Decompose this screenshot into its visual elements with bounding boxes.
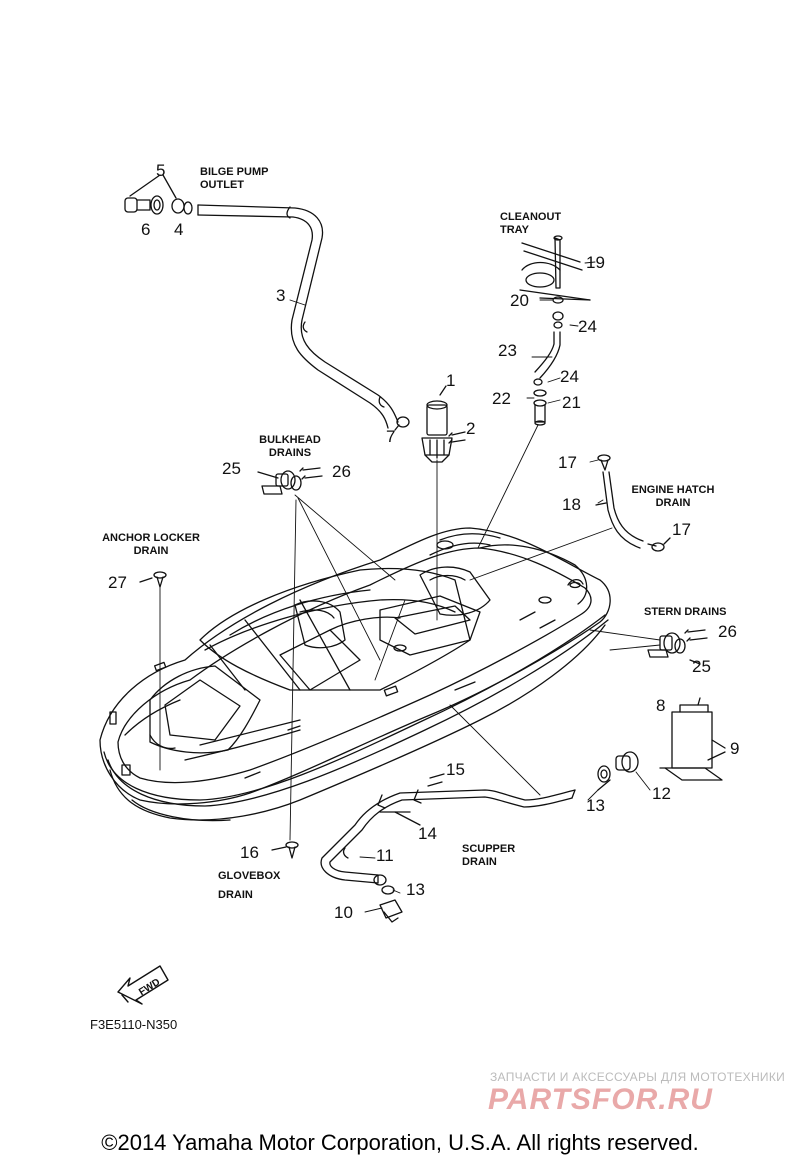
part-number-23: 23 [498,341,517,360]
part-number-26a: 26 [332,462,351,481]
part-number-11: 11 [376,846,394,865]
bilge-pump-outlet-line1: BILGE PUMP [200,166,269,178]
bilge-pump-part-1 [421,385,453,463]
bracket-parts-8-9 [659,697,726,781]
part-number-10: 10 [334,903,353,922]
cleanout-tray-line1: CLEANOUT [500,211,562,223]
anchor-locker-drain-line1: ANCHOR LOCKER [102,532,200,544]
bilge-pump-outlet-line2: OUTLET [200,179,244,191]
part-number-22: 22 [492,389,511,408]
anchor-locker-drain-part-27 [139,571,167,588]
number-leaders [289,261,651,913]
watermark-tagline: ЗАПЧАСТИ И АКСЕССУАРЫ ДЛЯ МОТОТЕХНИКИ [490,1070,786,1084]
bulkhead-drains-label: BULKHEAD DRAINS [250,434,330,460]
part-number-2: 2 [466,419,476,438]
bulkhead-drains-line2: DRAINS [268,447,312,459]
engine-hatch-drain-line2: DRAIN [655,497,691,509]
bilge-hose-part-3 [197,204,399,429]
part-number-17b: 17 [672,520,691,539]
part-number-25b: 25 [692,657,711,676]
part-number-25a: 25 [222,459,241,478]
scupper-drain-line2: DRAIN [462,856,497,868]
part-number-20: 20 [510,291,529,310]
copyright-notice: ©2014 Yamaha Motor Corporation, U.S.A. A… [101,1130,699,1155]
engine-hatch-drain-line1: ENGINE HATCH [631,484,715,496]
part-number-4: 4 [174,220,184,239]
watermark-logo: PARTSFOR.RU [488,1083,713,1116]
part-number-1: 1 [446,371,456,390]
glovebox-drain-part-16 [271,841,299,859]
anchor-locker-drain-line2: DRAIN [133,545,169,557]
scupper-fittings-12-13 [597,751,639,791]
part-number-14: 14 [418,824,437,843]
part-number-3: 3 [276,286,286,305]
cleanout-tray-line2: TRAY [500,224,529,236]
engine-hatch-drain-label: ENGINE HATCH DRAIN [618,484,728,510]
part-number-12: 12 [652,784,671,803]
part-number-7: 7 [386,427,396,446]
scupper-hose-part-11 [320,789,576,886]
bulkhead-drains-line1: BULKHEAD [259,434,321,446]
scupper-parts-10-13 [379,885,403,923]
part-number-5: 5 [156,161,166,180]
cleanout-tray-label: CLEANOUT TRAY [500,211,561,237]
boat-hull [99,527,611,822]
part-number-9: 9 [730,739,740,758]
part-number-18: 18 [562,495,581,514]
cleanout-tray-parts [519,235,591,426]
engine-hatch-drain-parts [595,454,671,552]
bulkhead-drain-parts [257,467,323,495]
fwd-arrow [117,965,169,1005]
fwd-arrow-label: FWD [137,977,162,998]
stern-drain-parts [647,629,708,665]
hose-clamp-part-7 [394,416,410,431]
part-number-17a: 17 [558,453,577,472]
part-number-21: 21 [562,393,581,412]
glovebox-drain-line2: DRAIN [218,889,253,901]
part-number-16: 16 [240,843,259,862]
part-number-8: 8 [656,696,666,715]
bilge-pump-outlet-label: BILGE PUMP OUTLET [200,166,268,192]
part-number-24a: 24 [578,317,597,336]
glovebox-drain-label: GLOVEBOX DRAIN [218,870,280,902]
part-number-19: 19 [586,253,605,272]
part-number-13b: 13 [406,880,425,899]
part-number-26b: 26 [718,622,737,641]
scupper-drain-label: SCUPPER DRAIN [462,843,532,869]
scupper-drain-line1: SCUPPER [462,843,516,855]
part-number-24b: 24 [560,367,579,386]
diagram-code: F3E5110-N350 [90,1017,178,1032]
outlet-fittings-4-5-6 [124,174,193,215]
leader-lines [159,424,661,841]
hose-clips-14-15 [377,773,445,826]
part-number-15: 15 [446,760,465,779]
screws-part-2 [448,431,466,444]
anchor-locker-drain-label: ANCHOR LOCKER DRAIN [88,532,214,558]
glovebox-drain-line1: GLOVEBOX [218,870,281,882]
stern-drains-label: STERN DRAINS [644,606,727,618]
part-number-27: 27 [108,573,127,592]
part-number-13a: 13 [586,796,605,815]
part-number-6: 6 [141,220,151,239]
